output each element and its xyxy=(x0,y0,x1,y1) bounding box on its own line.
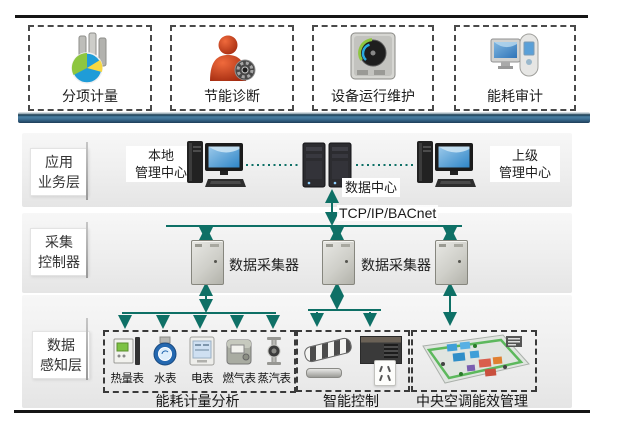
band-application-layer xyxy=(22,133,572,207)
meter-heat: 热量表 xyxy=(107,336,147,385)
top-rule xyxy=(15,15,588,18)
meter-label: 蒸汽表 xyxy=(257,373,292,385)
power-socket-icon xyxy=(374,360,396,386)
layer-label-line1: 采集 xyxy=(45,234,73,250)
data-center-label: 数据中心 xyxy=(342,178,401,197)
layer-label-line2: 感知层 xyxy=(40,357,82,373)
pipe-icon xyxy=(306,368,342,378)
local-management-center-label: 本地 管理中心 xyxy=(126,146,196,182)
label-line2: 管理中心 xyxy=(134,165,187,180)
layer-label-perception: 数据 感知层 xyxy=(32,331,90,379)
hvac-group-box xyxy=(411,330,537,392)
meter-label: 电表 xyxy=(191,373,214,385)
metering-group-box: 热量表 水表 xyxy=(103,330,296,393)
module-label: 节能诊断 xyxy=(204,88,260,104)
data-collector-icon xyxy=(435,240,468,285)
divider-bar xyxy=(18,112,590,123)
gas-meter-icon xyxy=(225,336,253,366)
hvac-plant-overview-icon xyxy=(422,334,530,384)
meter-electric: 电表 xyxy=(182,336,222,385)
meter-steam: 蒸汽表 xyxy=(254,336,294,385)
desktop-computer-icon xyxy=(187,141,246,187)
metering-group-label: 能耗计量分析 xyxy=(155,393,240,409)
heat-meter-icon xyxy=(113,336,141,366)
smart-control-group-label: 智能控制 xyxy=(323,393,379,409)
layer-accent-line xyxy=(86,142,88,200)
data-collector-icon xyxy=(191,240,224,285)
pie-chart-icon xyxy=(65,31,115,85)
module-label: 能耗审计 xyxy=(487,88,543,104)
data-collector-label: 数据采集器 xyxy=(361,257,431,273)
module-sub-metering: 分项计量 xyxy=(28,25,152,111)
meter-label: 热量表 xyxy=(110,373,145,385)
meter-label: 水表 xyxy=(154,373,177,385)
label-line1: 上级 xyxy=(511,148,538,163)
module-label: 分项计量 xyxy=(62,88,118,104)
striped-actuator-icon xyxy=(302,336,354,364)
layer-accent-line xyxy=(86,318,88,380)
layer-label-line1: 应用 xyxy=(45,154,73,170)
module-equipment-maintenance: 设备运行维护 xyxy=(312,25,434,111)
layer-label-line2: 业务层 xyxy=(38,174,80,190)
smart-control-group-box xyxy=(296,330,410,392)
server-towers-icon xyxy=(302,142,352,188)
meter-water: 水表 xyxy=(145,336,185,385)
layer-label-application: 应用 业务层 xyxy=(30,148,88,196)
gauge-device-icon xyxy=(346,31,400,83)
meter-label: 燃气表 xyxy=(222,373,257,385)
label-line2: 管理中心 xyxy=(498,165,551,180)
person-gear-icon xyxy=(206,31,258,85)
layer-label-line2: 控制器 xyxy=(38,254,80,270)
layer-label-line1: 数据 xyxy=(47,337,75,353)
meter-gas: 燃气表 xyxy=(219,336,259,385)
layer-label-collection: 采集 控制器 xyxy=(30,228,88,276)
module-energy-audit: 能耗审计 xyxy=(454,25,576,111)
label-line1: 本地 xyxy=(147,148,174,163)
remote-management-center-label: 上级 管理中心 xyxy=(490,146,560,182)
protocol-label: TCP/IP/BACnet xyxy=(337,205,439,221)
module-energy-diagnosis: 节能诊断 xyxy=(170,25,294,111)
layer-accent-line xyxy=(86,222,88,278)
steam-meter-icon xyxy=(263,336,285,366)
water-meter-icon xyxy=(151,336,179,366)
electric-meter-icon xyxy=(188,336,216,366)
hvac-group-label: 中央空调能效管理 xyxy=(416,393,528,409)
desktop-computer-icon xyxy=(417,141,476,187)
audit-devices-icon xyxy=(489,31,541,81)
bottom-rule xyxy=(14,410,590,413)
module-label: 设备运行维护 xyxy=(331,88,415,104)
data-collector-label: 数据采集器 xyxy=(229,257,299,273)
data-collector-icon xyxy=(322,240,355,285)
